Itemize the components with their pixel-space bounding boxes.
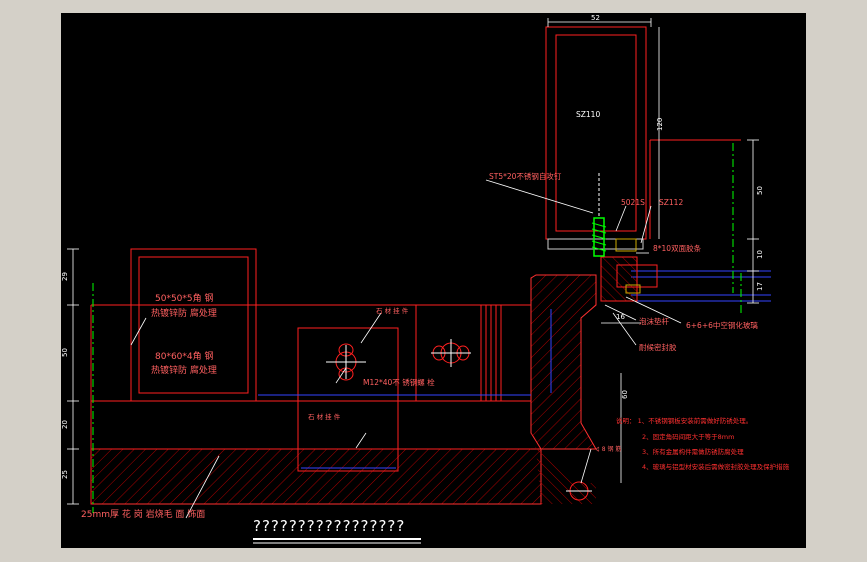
label-foam-rod: 泡沫垫杆 — [639, 316, 669, 326]
cad-viewport[interactable]: 52 120 50 10 17 29 50 20 25 16 60 SZ110 … — [61, 13, 806, 548]
notes-block: 说明： 1、不锈钢钢板安装前需做好防锈处理。 2、固定角码间距大于等于8mm 3… — [616, 416, 790, 471]
title-block: ????????????????? — [253, 517, 421, 544]
label-seal-strip: 8*10双面胶条 — [653, 243, 702, 253]
label-bolt: M12*40不 锈钢螺 栓 — [363, 377, 435, 387]
dim-right-b: 10 — [756, 250, 764, 259]
bolt-side-icon — [431, 339, 471, 367]
note-2: 2、固定角码间距大于等于8mm — [642, 432, 734, 441]
note-3: 3、所有金属构件需做防锈防腐处理 — [642, 447, 744, 456]
screw-icon — [591, 173, 607, 257]
dim-left-a: 29 — [61, 272, 69, 281]
dimension-lines — [67, 18, 759, 505]
note-1: 说明： 1、不锈钢钢板安装前需做好防锈处理。 — [616, 416, 752, 425]
label-weather-seal: 耐候密封胶 — [639, 342, 677, 352]
leader-lines — [130, 179, 682, 519]
dim-left-d: 25 — [61, 470, 69, 479]
aluminium-mullion — [545, 26, 741, 302]
note-4: 4、玻璃与铝型材安装后需做密封胶处理及保护措施 — [642, 462, 790, 471]
label-sz112: SZ112 — [659, 198, 683, 207]
steel-frame — [90, 248, 531, 504]
green-axis — [92, 143, 742, 513]
sealant-pads — [615, 238, 641, 294]
title-row: ????????????????? — [253, 517, 405, 535]
dim-top-width: 52 — [591, 14, 600, 22]
label-stone-bracket-bottom: 石 材 挂 件 — [308, 412, 341, 421]
dim-frame-height: 120 — [656, 118, 664, 131]
callout-text: SZ110 ST5*20不锈钢自攻钉 5021S SZ112 8*10双面胶条 … — [81, 110, 758, 520]
label-steel-80: 80*60*4角 钢 — [155, 350, 214, 362]
dim-left-b: 50 — [61, 348, 69, 357]
dim-bottom-gap: 16 — [616, 313, 625, 321]
label-steel-50: 50*50*5角 钢 — [155, 292, 214, 304]
label-stone-finish: 25mm厚 花 岗 岩烧毛 面 饰面 — [81, 508, 205, 520]
dimension-text: 52 120 50 10 17 29 50 20 25 16 60 — [61, 14, 764, 479]
rebar-icon — [566, 481, 592, 501]
bolt-icon — [326, 343, 366, 381]
dim-vert-60: 60 — [621, 390, 629, 399]
dim-right-a: 50 — [756, 186, 764, 195]
label-sz110: SZ110 — [576, 110, 600, 119]
dim-right-c: 17 — [756, 282, 764, 291]
label-screw: ST5*20不锈钢自攻钉 — [489, 171, 562, 181]
label-galv-1: 热镀锌防 腐处理 — [151, 307, 217, 319]
label-glass: 6+6+6中空钢化玻璃 — [686, 320, 758, 330]
label-rebar: ¢ 8 钢 筋 — [596, 445, 621, 453]
label-stone-bracket-top: 石 材 挂 件 — [376, 306, 409, 315]
label-galv-2: 热镀锌防 腐处理 — [151, 364, 217, 376]
cad-drawing: 52 120 50 10 17 29 50 20 25 16 60 SZ110 … — [61, 14, 790, 544]
dim-left-c: 20 — [61, 420, 69, 429]
label-5021s: 5021S — [621, 198, 645, 207]
concrete-slab — [90, 274, 597, 505]
